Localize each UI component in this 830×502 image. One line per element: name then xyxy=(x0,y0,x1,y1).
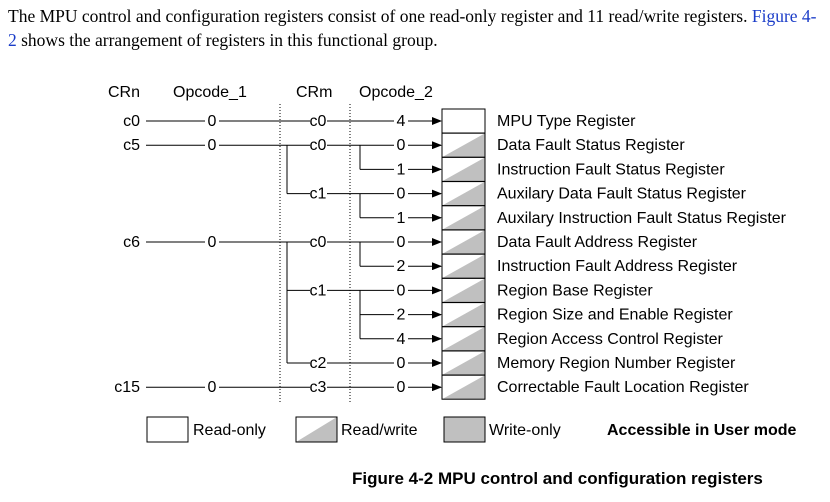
access-box xyxy=(441,374,486,400)
register-name: Auxilary Instruction Fault Status Regist… xyxy=(497,210,787,227)
figure-link[interactable]: Figure 4-2 xyxy=(8,6,817,50)
legend-read-only-label: Read-only xyxy=(193,422,266,439)
access-box xyxy=(441,205,486,231)
register-name: Memory Region Number Register xyxy=(497,355,736,372)
access-box xyxy=(441,156,486,182)
register-name: Correctable Fault Location Register xyxy=(497,379,749,396)
access-box xyxy=(441,108,486,134)
connector-lines xyxy=(146,117,442,392)
crn-label: c15 xyxy=(114,379,140,396)
legend-write-only-swatch xyxy=(443,416,486,443)
access-box xyxy=(441,326,486,352)
access-box xyxy=(441,350,486,376)
opcode2-label: 1 xyxy=(397,161,406,178)
figure-caption: Figure 4-2 MPU control and configuration… xyxy=(352,469,763,488)
opcode2-label: 4 xyxy=(397,113,406,130)
crn-label: c0 xyxy=(123,113,140,130)
opcode2-label: 2 xyxy=(397,307,406,324)
register-name: MPU Type Register xyxy=(497,113,636,130)
crn-label: c6 xyxy=(123,234,140,251)
opcode2-label: 2 xyxy=(397,258,406,275)
header-opcode2: Opcode_2 xyxy=(359,84,433,101)
legend-user-mode-label: Accessible in User mode xyxy=(607,422,797,439)
register-name: Auxilary Data Fault Status Register xyxy=(497,186,747,203)
crn-label: c5 xyxy=(123,137,140,154)
access-box xyxy=(441,302,486,328)
header-crm: CRm xyxy=(296,84,332,101)
access-box xyxy=(441,277,486,303)
header-opcode1: Opcode_1 xyxy=(173,84,247,101)
legend-read-only-swatch xyxy=(146,416,189,443)
legend-write-only-label: Write-only xyxy=(489,422,561,439)
access-box xyxy=(441,132,486,158)
intro-text-1: The MPU control and configuration regist… xyxy=(8,6,748,26)
opcode2-label: 0 xyxy=(397,137,406,154)
opcode2-label: 0 xyxy=(397,282,406,299)
register-name: Data Fault Address Register xyxy=(497,234,698,251)
register-name: Region Base Register xyxy=(497,282,653,299)
access-box xyxy=(441,253,486,279)
intro-paragraph: The MPU control and configuration regist… xyxy=(8,4,824,52)
crm-label: c0 xyxy=(310,113,327,130)
crm-label: c3 xyxy=(310,379,327,396)
opcode2-label: 0 xyxy=(397,379,406,396)
opcode2-label: 0 xyxy=(397,355,406,372)
legend-read-write-label: Read/write xyxy=(341,422,418,439)
opcode2-label: 0 xyxy=(397,234,406,251)
access-box xyxy=(441,229,486,255)
legend-read-write-swatch xyxy=(295,416,338,443)
crm-label: c0 xyxy=(310,234,327,251)
access-box xyxy=(441,181,486,207)
crm-label: c1 xyxy=(310,186,327,203)
register-name: Region Access Control Register xyxy=(497,331,724,348)
opcode2-label: 0 xyxy=(397,186,406,203)
opcode1-label: 0 xyxy=(208,379,217,396)
header-crn: CRn xyxy=(108,84,140,101)
opcode1-label: 0 xyxy=(208,234,217,251)
opcode2-label: 4 xyxy=(397,331,406,348)
register-name: Region Size and Enable Register xyxy=(497,307,733,324)
opcode2-label: 1 xyxy=(397,210,406,227)
register-name: Instruction Fault Address Register xyxy=(497,258,738,275)
intro-text-2: shows the arrangement of registers in th… xyxy=(21,30,438,50)
crm-label: c2 xyxy=(310,355,327,372)
crm-label: c0 xyxy=(310,137,327,154)
opcode1-label: 0 xyxy=(208,113,217,130)
crm-label: c1 xyxy=(310,282,327,299)
opcode1-label: 0 xyxy=(208,137,217,154)
register-name: Instruction Fault Status Register xyxy=(497,161,725,178)
register-name: Data Fault Status Register xyxy=(497,137,685,154)
